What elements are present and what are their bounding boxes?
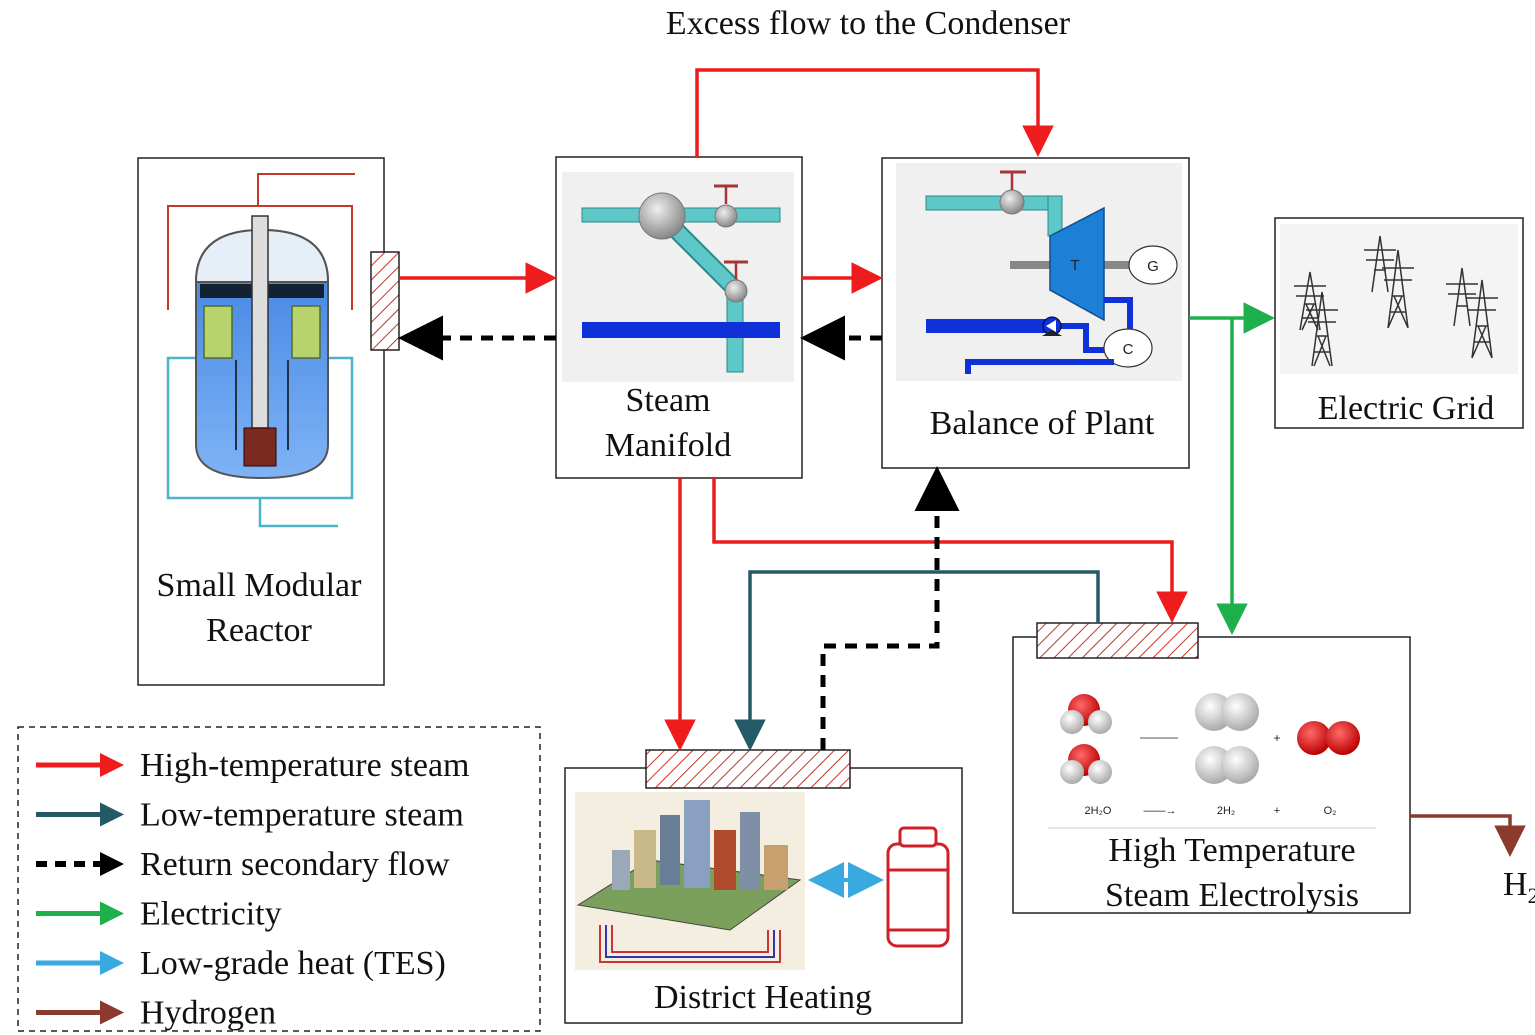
electric-grid-block: Electric Grid — [1274, 217, 1524, 429]
legend-box — [17, 726, 541, 1032]
smr-block: Small Modular Reactor — [137, 157, 400, 686]
condenser-label: C — [1123, 341, 1134, 358]
htse-label-line1: High Temperature — [1108, 832, 1355, 869]
legend-arrowhead — [100, 951, 124, 975]
turbine-label: T — [1070, 257, 1079, 274]
hydrogen-output-arrow — [1410, 814, 1526, 857]
hydrogen-output-label: H2 — [1503, 866, 1535, 908]
legend-item: Return secondary flow — [36, 846, 450, 883]
bop-label: Balance of Plant — [930, 405, 1155, 442]
district-heating-block: District Heating — [564, 749, 963, 1024]
low-temp-steam-arrow — [734, 570, 1100, 751]
manifold-to-htse-arrow — [712, 478, 1188, 623]
htse-heat-exchanger — [1036, 622, 1199, 659]
city-icon — [575, 792, 805, 970]
htse-label-line2: Steam Electrolysis — [1105, 877, 1359, 914]
water-molecule-icon — [1060, 694, 1112, 784]
hydrogen-molecule-icon — [1195, 693, 1259, 784]
reaction-plus: + — [1274, 805, 1280, 817]
district-heat-exchanger — [645, 749, 851, 789]
smr-heat-exchanger — [370, 251, 400, 351]
legend-arrowhead — [100, 852, 124, 876]
reaction-product-o2: O₂ — [1324, 805, 1337, 817]
legend-item: Electricity — [36, 896, 282, 933]
legend-item: Low-temperature steam — [36, 797, 464, 834]
manifold-label-line2: Manifold — [605, 427, 732, 464]
legend-label: Low-grade heat (TES) — [140, 945, 446, 982]
legend-arrowhead — [100, 1000, 124, 1025]
reaction-arrow: ——→ — [1144, 805, 1177, 817]
legend-arrowhead — [100, 802, 124, 827]
excess-flow-label: Excess flow to the Condenser — [666, 5, 1071, 42]
oxygen-molecule-icon — [1297, 721, 1360, 755]
turbine-system-icon: T G C — [925, 170, 1178, 374]
return-to-bop-arrow — [820, 466, 960, 750]
balance-of-plant-block: T G C Balance of Plant — [881, 157, 1190, 469]
manifold-label-line1: Steam — [626, 382, 711, 419]
legend-item: High-temperature steam — [36, 747, 469, 784]
legend-item: Low-grade heat (TES) — [36, 945, 446, 982]
legend-label: High-temperature steam — [140, 747, 469, 784]
legend-item: Hydrogen — [36, 995, 276, 1032]
htse-block: + 2H₂O ——→ 2H₂ + O₂ High Temperature Ste… — [1012, 622, 1411, 914]
reaction-product-h2: 2H₂ — [1217, 805, 1235, 817]
flow-arrows: H2 — [398, 68, 1535, 908]
excess-flow-arrow — [695, 68, 1054, 157]
manifold-pipes-icon — [581, 184, 781, 373]
legend-label: Return secondary flow — [140, 846, 450, 883]
legend-arrowhead — [100, 753, 124, 777]
transmission-tower-icon — [1294, 235, 1498, 367]
thermal-storage-tank-icon — [886, 826, 950, 948]
smr-label-line1: Small Modular — [157, 567, 363, 604]
legend-label: Electricity — [140, 896, 282, 933]
reactor-vessel-icon — [166, 173, 355, 528]
svg-text:+: + — [1273, 731, 1280, 745]
grid-label: Electric Grid — [1318, 390, 1495, 427]
legend-label: Hydrogen — [140, 995, 276, 1032]
smr-label-line2: Reactor — [206, 612, 312, 649]
generator-label: G — [1147, 258, 1159, 275]
steam-manifold-block: Steam Manifold — [555, 156, 803, 479]
legend-label: Low-temperature steam — [140, 797, 464, 834]
reaction-reactant: 2H₂O — [1085, 805, 1112, 817]
district-label: District Heating — [654, 979, 872, 1016]
legend-arrowhead — [100, 901, 124, 926]
